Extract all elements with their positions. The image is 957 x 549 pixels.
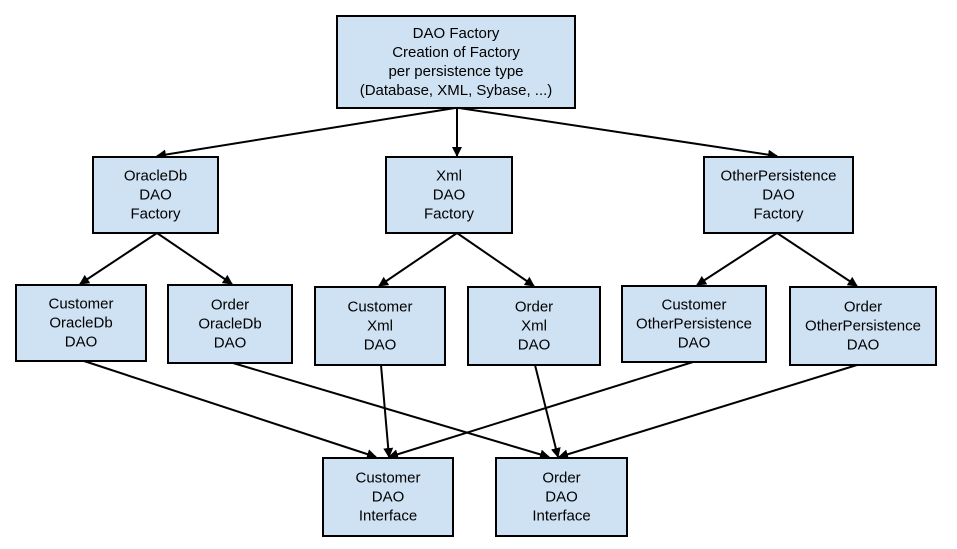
node-label-line: DAO (545, 489, 578, 506)
node-label-line: per persistence type (388, 63, 523, 80)
node-box (467, 286, 601, 366)
node-label-line: DAO (762, 187, 795, 204)
node-box (495, 457, 628, 537)
arrow-customer-otherpersistence-dao-to-customer-dao-interface (388, 361, 694, 460)
node-box (167, 284, 293, 364)
node-label-line: DAO (518, 337, 551, 354)
edges-layer (79, 107, 858, 460)
arrow-dao-factory-to-oracledb-dao-factory (156, 107, 456, 160)
node-box (314, 286, 446, 366)
node-label-line: Factory (753, 206, 804, 223)
node-label-line: Customer (347, 299, 412, 316)
node-label-line: Customer (48, 296, 113, 313)
node-box (322, 457, 454, 537)
node-box (336, 15, 576, 109)
arrow-order-otherpersistence-dao-to-order-dao-interface (558, 364, 858, 460)
node-label-line: Xml (521, 318, 547, 335)
node-label-line: Order (542, 470, 580, 487)
node-label-line: DAO (433, 187, 466, 204)
node-box (703, 156, 854, 234)
node-label-line: Factory (424, 206, 475, 223)
arrow-order-oracledb-dao-to-order-dao-interface (232, 362, 550, 460)
node-label-line: OracleDb (198, 316, 261, 333)
arrow-order-xml-dao-to-order-dao-interface (534, 364, 561, 458)
node-label-line: Interface (532, 508, 590, 525)
node-box (15, 284, 147, 362)
node-label-line: Customer (661, 297, 726, 314)
node-label-line: DAO (372, 489, 405, 506)
node-label-line: Xml (436, 168, 462, 185)
arrow-customer-oracledb-dao-to-customer-dao-interface (83, 360, 377, 459)
node-label-line: DAO (364, 337, 397, 354)
node-label-line: DAO (678, 335, 711, 352)
node-label-line: DAO Factory (413, 25, 500, 42)
node-label-line: Order (211, 297, 249, 314)
node-label-line: Creation of Factory (392, 44, 520, 61)
node-label-line: Factory (130, 206, 181, 223)
node-label-line: DAO (65, 334, 98, 351)
node-box (789, 286, 937, 366)
arrow-customer-xml-dao-to-customer-dao-interface (380, 364, 394, 458)
arrow-otherpersistence-dao-factory-to-order-otherpersistence-dao (776, 232, 858, 287)
node-label-line: Order (844, 299, 882, 316)
node-label-line: OtherPersistence (805, 318, 921, 335)
node-label-line: Customer (355, 470, 420, 487)
node-label-line: Order (515, 299, 553, 316)
node-label-line: Interface (359, 508, 417, 525)
node-label-line: OtherPersistence (636, 316, 752, 333)
arrow-xml-dao-factory-to-customer-xml-dao (378, 232, 458, 287)
node-label-line: DAO (214, 335, 247, 352)
node-label-line: OtherPersistence (721, 168, 837, 185)
node-label-line: DAO (139, 187, 172, 204)
node-label-line: OracleDb (49, 315, 112, 332)
node-box (621, 285, 767, 363)
node-label-line: (Database, XML, Sybase, ...) (360, 82, 553, 99)
node-label-line: DAO (847, 337, 880, 354)
arrow-otherpersistence-dao-factory-to-customer-otherpersistence-dao (696, 232, 778, 286)
arrow-oracledb-dao-factory-to-customer-oracledb-dao (79, 232, 158, 285)
node-label-line: OracleDb (124, 168, 187, 185)
arrow-dao-factory-to-otherpersistence-dao-factory (458, 107, 778, 160)
node-box (385, 156, 513, 234)
arrow-xml-dao-factory-to-order-xml-dao (456, 232, 535, 287)
arrow-oracledb-dao-factory-to-order-oracledb-dao (156, 232, 233, 285)
node-label-line: Xml (367, 318, 393, 335)
node-box (92, 156, 219, 234)
